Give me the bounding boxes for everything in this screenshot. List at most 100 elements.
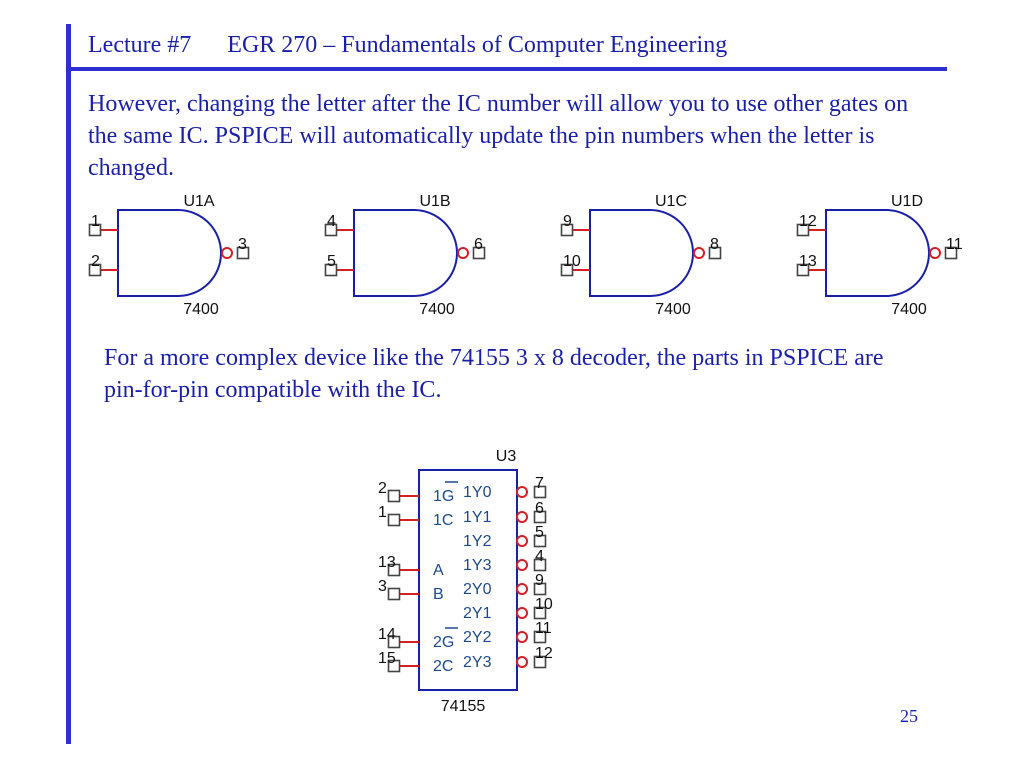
right-pin-number: 12 bbox=[535, 645, 553, 662]
decoder-74155-symbol: U3 74155 2 1G 1 1C 13 A 3 B 14 2G 15 2C 1Y0 7 1Y1 6 1Y2 5 1Y… bbox=[378, 448, 553, 715]
right-pin-number: 9 bbox=[535, 572, 544, 589]
right-pin-label: 1Y0 bbox=[463, 484, 492, 501]
right-pin-number: 5 bbox=[535, 524, 544, 541]
inversion-bubble bbox=[516, 511, 528, 523]
input-pin-number: 10 bbox=[563, 253, 581, 270]
inversion-bubble bbox=[516, 486, 528, 498]
gate-body bbox=[353, 209, 458, 297]
left-pin-terminal bbox=[387, 659, 401, 673]
left-pin-terminal bbox=[387, 563, 401, 577]
input-pin-terminal bbox=[560, 223, 574, 237]
right-pin-terminal bbox=[533, 510, 547, 524]
gate-body bbox=[825, 209, 930, 297]
output-pin-number: 11 bbox=[946, 236, 963, 253]
left-pin-label: 2C bbox=[433, 658, 453, 675]
input-pin-terminal bbox=[88, 263, 102, 277]
right-pin-terminal bbox=[533, 606, 547, 620]
paragraph-decoder: For a more complex device like the 74155… bbox=[104, 345, 884, 403]
input-pin-terminal bbox=[324, 223, 338, 237]
right-pin-terminal bbox=[533, 534, 547, 548]
right-pin-terminal bbox=[533, 630, 547, 644]
right-pin-label: 2Y3 bbox=[463, 654, 492, 671]
header-underline bbox=[71, 67, 947, 71]
right-pin-label: 2Y1 bbox=[463, 605, 492, 622]
left-pin-terminal bbox=[387, 513, 401, 527]
gate-body bbox=[589, 209, 694, 297]
decoder-body bbox=[418, 469, 518, 691]
inversion-bubble bbox=[929, 247, 941, 259]
output-pin-number: 6 bbox=[474, 236, 483, 253]
right-pin-label: 2Y0 bbox=[463, 581, 492, 598]
input-pin-number: 4 bbox=[327, 213, 336, 230]
inversion-bubble bbox=[516, 656, 528, 668]
left-pin-label: 1G bbox=[433, 488, 454, 505]
slide-header: Lecture #7 EGR 270 – Fundamentals of Com… bbox=[88, 32, 727, 59]
output-pin-number: 3 bbox=[238, 236, 247, 253]
right-pin-terminal bbox=[533, 582, 547, 596]
nand-gate-u1d: 12 13 11 U1D 7400 bbox=[796, 193, 963, 318]
left-pin-number: 2 bbox=[378, 480, 387, 497]
inversion-bubble bbox=[221, 247, 233, 259]
left-pin-label: 2G bbox=[433, 634, 454, 651]
left-pin-label: B bbox=[433, 586, 444, 603]
input-pin-number: 12 bbox=[799, 213, 817, 230]
left-pin-terminal bbox=[387, 489, 401, 503]
right-pin-number: 7 bbox=[535, 475, 544, 492]
decoder-part-number: 74155 bbox=[441, 698, 486, 715]
left-accent-bar bbox=[66, 24, 71, 744]
right-pin-terminal bbox=[533, 485, 547, 499]
output-pin-terminal bbox=[944, 246, 958, 260]
input-pin-terminal bbox=[560, 263, 574, 277]
right-pin-label: 1Y2 bbox=[463, 533, 492, 550]
input-pin-terminal bbox=[88, 223, 102, 237]
right-pin-number: 6 bbox=[535, 500, 544, 517]
right-pin-terminal bbox=[533, 558, 547, 572]
lecture-number: Lecture #7 bbox=[88, 32, 192, 58]
input-pin-number: 2 bbox=[91, 253, 100, 270]
left-pin-label: 1C bbox=[433, 512, 453, 529]
left-pin-label: A bbox=[433, 562, 444, 579]
gate-part-number: 7400 bbox=[891, 301, 927, 318]
input-pin-terminal bbox=[324, 263, 338, 277]
output-pin-terminal bbox=[472, 246, 486, 260]
gate-reference: U1A bbox=[183, 193, 214, 210]
gate-part-number: 7400 bbox=[655, 301, 691, 318]
right-pin-number: 10 bbox=[535, 596, 553, 613]
gate-reference: U1C bbox=[655, 193, 687, 210]
inversion-bubble bbox=[516, 559, 528, 571]
gate-part-number: 7400 bbox=[183, 301, 219, 318]
inversion-bubble bbox=[693, 247, 705, 259]
gate-part-number: 7400 bbox=[419, 301, 455, 318]
inversion-bubble bbox=[516, 535, 528, 547]
input-pin-terminal bbox=[796, 223, 810, 237]
left-pin-number: 3 bbox=[378, 578, 387, 595]
output-pin-number: 8 bbox=[710, 236, 719, 253]
left-pin-number: 14 bbox=[378, 626, 396, 643]
left-pin-terminal bbox=[387, 635, 401, 649]
right-pin-label: 1Y3 bbox=[463, 557, 492, 574]
nand-gates-layer: 123U1A7400456U1B74009108U1C7400121311U1D… bbox=[88, 193, 963, 318]
nand-gate-u1c: 9 10 8 U1C 7400 bbox=[560, 193, 722, 318]
inversion-bubble bbox=[516, 631, 528, 643]
right-pin-label: 2Y2 bbox=[463, 629, 492, 646]
input-pin-number: 9 bbox=[563, 213, 572, 230]
right-pin-label: 1Y1 bbox=[463, 509, 492, 526]
inversion-bubble bbox=[516, 583, 528, 595]
input-pin-number: 13 bbox=[799, 253, 817, 270]
output-pin-terminal bbox=[708, 246, 722, 260]
gate-reference: U1D bbox=[891, 193, 923, 210]
output-pin-terminal bbox=[236, 246, 250, 260]
gate-body bbox=[117, 209, 222, 297]
decoder-reference: U3 bbox=[496, 448, 517, 465]
right-pin-terminal bbox=[533, 655, 547, 669]
inversion-bubble bbox=[457, 247, 469, 259]
left-pin-number: 13 bbox=[378, 554, 396, 571]
left-pin-number: 1 bbox=[378, 504, 387, 521]
gate-reference: U1B bbox=[419, 193, 450, 210]
inversion-bubble bbox=[516, 607, 528, 619]
right-pin-number: 4 bbox=[535, 548, 544, 565]
left-pin-number: 15 bbox=[378, 650, 396, 667]
